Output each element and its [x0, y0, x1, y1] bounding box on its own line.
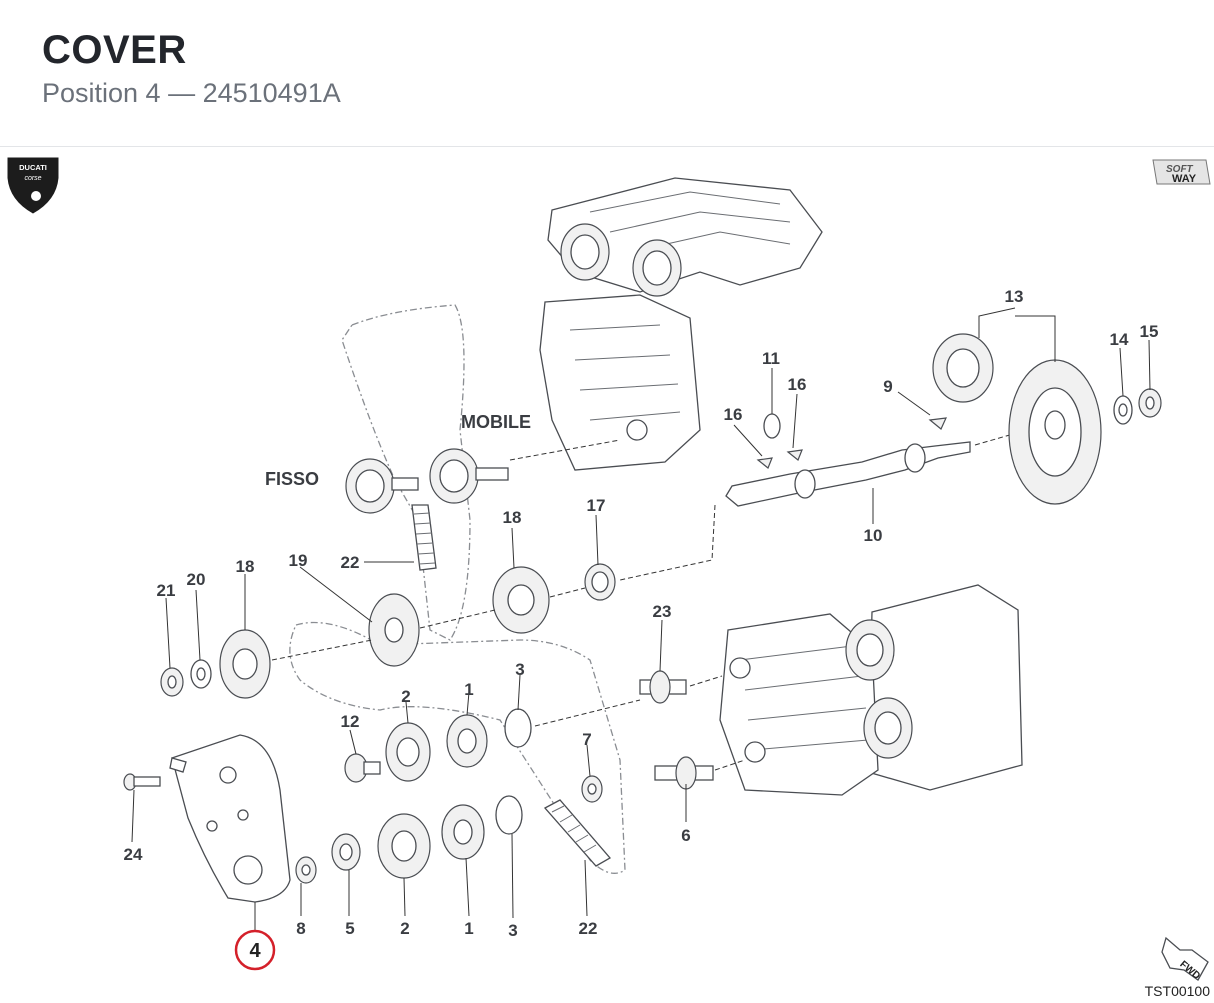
roller-2-upper: [385, 722, 431, 782]
label-mobile: MOBILE: [461, 412, 531, 432]
belt-cover-rear-upper: [539, 294, 701, 471]
drive-pulley-18-upper: [492, 566, 550, 634]
page-subtitle: Position 4 — 24510491A: [42, 78, 341, 108]
callout-1-lower: 1: [464, 919, 473, 938]
leader-stud-6: [714, 759, 746, 771]
drawing-reference: TST00100: [1145, 983, 1211, 999]
ducati-corse-logo: DUCATI corse: [7, 157, 59, 214]
spacer-7: [581, 775, 603, 803]
callout-3-upper: 3: [515, 660, 524, 679]
callout-22-lower: 22: [579, 919, 598, 938]
callout-17: 17: [587, 496, 606, 515]
engine-block-right: [719, 584, 1023, 796]
circlip-11: [763, 413, 781, 439]
callout-labels: 13 14 15 11 16 16 9 10 17 18 19 22 21 20…: [124, 287, 1159, 940]
circlip-3-upper: [504, 708, 532, 748]
belt-section-lower: [543, 799, 612, 867]
bolt-12: [344, 753, 381, 783]
stud-23: [639, 670, 687, 704]
bushing-8: [295, 856, 317, 884]
svg-text:corse: corse: [24, 175, 41, 182]
camshaft-pulley-upper-left: [560, 223, 610, 281]
forward-arrow-icon: FWD: [1161, 936, 1209, 982]
cylinder-head-top: [547, 177, 823, 297]
callout-10: 10: [864, 526, 883, 545]
tensioner-roller-mobile: [429, 448, 509, 504]
bolt-24: [123, 773, 161, 791]
softway-logo: SOFT WAY: [1152, 159, 1211, 185]
camshaft: [725, 441, 971, 507]
callout-2-lower: 2: [400, 919, 409, 938]
label-fisso: FISSO: [265, 469, 319, 489]
callout-13: 13: [1005, 287, 1024, 306]
callout-22-upper: 22: [341, 553, 360, 572]
leader-lines: [131, 307, 1151, 930]
stud-6: [654, 756, 714, 790]
eccentric-5: [331, 833, 361, 871]
pulley-flange-19: [368, 593, 420, 667]
callout-16-a: 16: [724, 405, 743, 424]
callout-15: 15: [1140, 322, 1159, 341]
key-16-a: [756, 457, 773, 469]
callout-3-lower: 3: [508, 921, 517, 940]
callout-23: 23: [653, 602, 672, 621]
callout-21: 21: [157, 581, 176, 600]
leader-pulley-18: [549, 587, 586, 598]
roller-2-lower: [377, 813, 431, 879]
leader-pulley-lower: [271, 639, 373, 661]
washer-20: [190, 659, 212, 689]
tensioner-roller-fixed: [345, 458, 419, 514]
leader-pulley-19: [419, 609, 496, 629]
camshaft-pulley-upper-right: [632, 239, 682, 297]
callout-7: 7: [582, 730, 591, 749]
cover-part-4[interactable]: [169, 734, 291, 903]
key-9: [928, 417, 947, 430]
callout-20: 20: [187, 570, 206, 589]
bearing-1-lower: [441, 804, 485, 860]
callout-14: 14: [1110, 330, 1129, 349]
callout-2-upper: 2: [401, 687, 410, 706]
leader-seal-17: [619, 504, 716, 581]
page-title: COVER: [42, 28, 187, 72]
callout-6: 6: [681, 826, 690, 845]
callout-18-upper: 18: [503, 508, 522, 527]
circlip-3-lower: [495, 795, 523, 835]
seal-17: [584, 563, 616, 601]
drive-pulley-18-lower: [219, 629, 271, 699]
diagram-canvas: DUCATI corse SOFT WAY FISSO: [7, 157, 1211, 999]
washer-14: [1113, 395, 1133, 425]
camshaft-gear-large: [1008, 359, 1102, 505]
svg-text:DUCATI: DUCATI: [19, 163, 47, 172]
callout-8: 8: [296, 919, 305, 938]
camshaft-gear-small: [932, 333, 994, 403]
exploded-parts-diagram: DUCATI corse SOFT WAY FISSO: [0, 147, 1214, 1003]
highlight-label: 4: [249, 940, 261, 962]
leader-mobile: [509, 439, 621, 461]
callout-18-lower: 18: [236, 557, 255, 576]
leader-row-upper: [534, 699, 641, 727]
highlight-callout-4[interactable]: 4: [234, 929, 276, 971]
belt-section-upper: [411, 504, 437, 571]
page-header: COVER Position 4 — 24510491A: [0, 0, 1214, 147]
timing-belt-upper: [341, 304, 471, 641]
callout-24: 24: [124, 845, 143, 864]
callout-1-upper: 1: [464, 680, 473, 699]
callout-11: 11: [762, 349, 780, 368]
callout-5: 5: [345, 919, 354, 938]
bearing-1-upper: [446, 714, 488, 768]
nut-15: [1138, 388, 1162, 418]
callout-9: 9: [883, 377, 892, 396]
leader-stud-23: [689, 675, 723, 687]
svg-text:SOFT: SOFT: [1166, 164, 1194, 175]
callout-12: 12: [341, 712, 360, 731]
nut-21: [160, 667, 184, 697]
svg-text:WAY: WAY: [1172, 173, 1197, 185]
callout-19: 19: [289, 551, 308, 570]
callout-16-b: 16: [788, 375, 807, 394]
key-16-b: [786, 449, 803, 461]
